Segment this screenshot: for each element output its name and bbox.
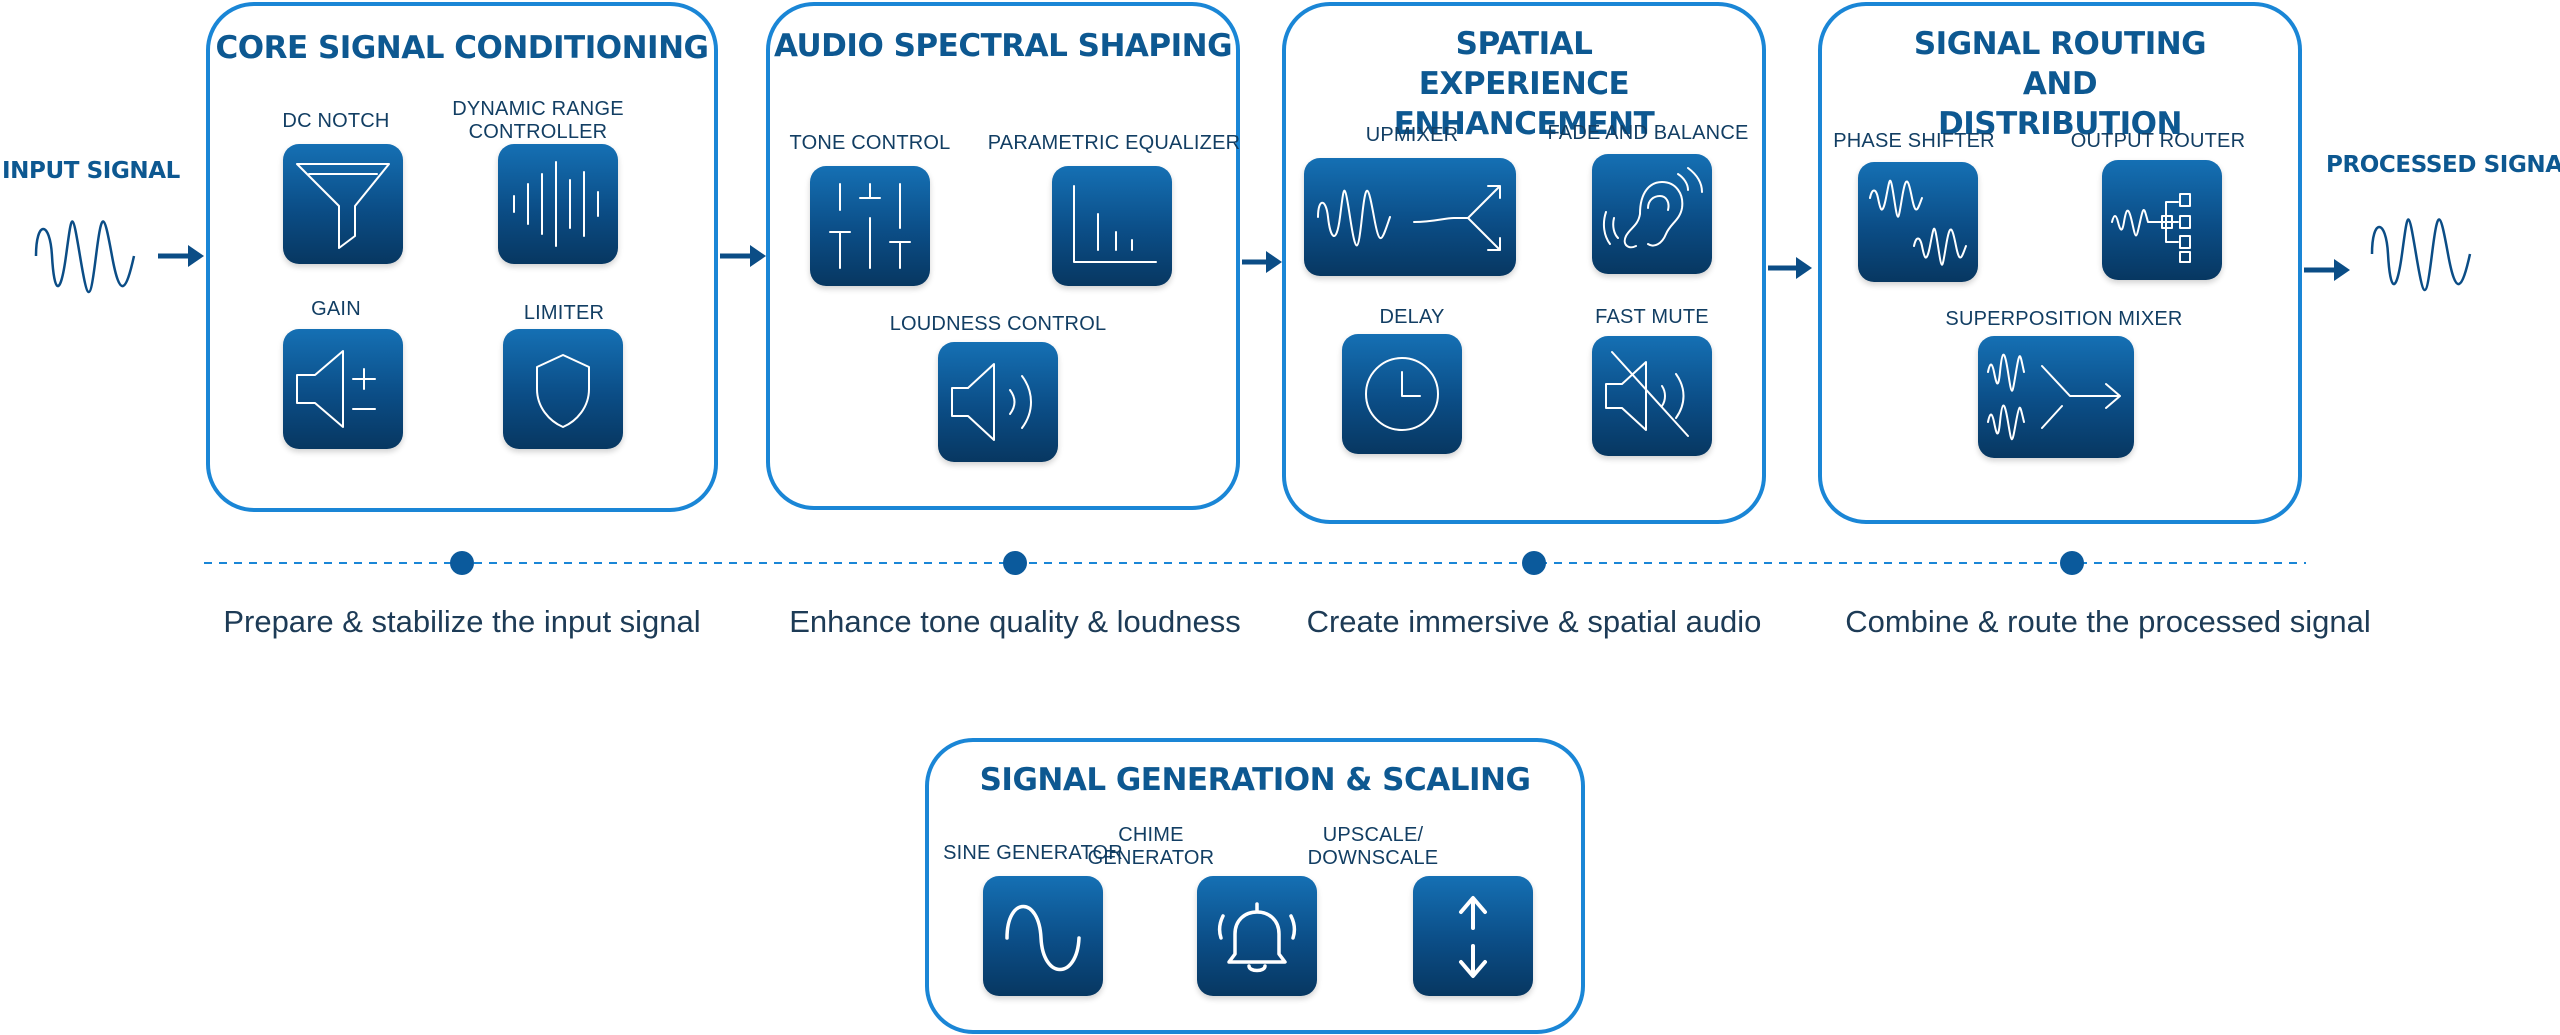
module-chime-generator[interactable]: [1197, 876, 1317, 996]
group-title: SIGNAL GENERATION & SCALING: [979, 762, 1531, 798]
input-signal-label: INPUT SIGNAL: [2, 158, 180, 184]
module-label: LIMITER: [523, 302, 605, 324]
ear-icon: [1602, 167, 1703, 249]
stage-dot: [450, 551, 474, 575]
processed-signal-label: PROCESSED SIGNAL: [2326, 152, 2560, 178]
shield-icon: [536, 354, 590, 428]
module-upscale-downscale[interactable]: [1413, 876, 1533, 996]
filter-funnel-icon: [296, 163, 390, 249]
module-output-router[interactable]: [2102, 160, 2222, 280]
arrow-icon: [1768, 257, 1812, 279]
input-waveform-icon: [34, 220, 136, 294]
up-down-arrows-icon: [1459, 896, 1487, 978]
sine-wave-icon: [1005, 905, 1081, 971]
bell-icon: [1217, 902, 1297, 973]
group-spatial-experience-enhancement: SPATIAL EXPERIENCE ENHANCEMENT UPMIXER F…: [1282, 2, 1766, 524]
shifted-waves-icon: [1869, 179, 1967, 266]
module-label: PHASE SHIFTER: [1833, 130, 1995, 152]
group-title: SPATIAL EXPERIENCE ENHANCEMENT: [1393, 26, 1655, 142]
module-tone-control[interactable]: [810, 166, 930, 286]
module-fade-and-balance[interactable]: [1592, 154, 1712, 274]
group-core-signal-conditioning: CORE SIGNAL CONDITIONING DC NOTCH DYNAMI…: [206, 2, 718, 512]
group-title: CORE SIGNAL CONDITIONING: [215, 30, 709, 66]
module-phase-shifter[interactable]: [1858, 162, 1978, 282]
module-dynamic-range-controller[interactable]: [498, 144, 618, 264]
module-label: FADE AND BALANCE: [1547, 122, 1749, 144]
speaker-plus-minus-icon: [296, 350, 376, 428]
clock-icon: [1365, 357, 1439, 431]
router-tree-icon: [2111, 193, 2191, 263]
module-label: TONE CONTROL: [789, 132, 951, 154]
module-label: DYNAMIC RANGE CONTROLLER: [452, 98, 624, 143]
module-delay[interactable]: [1342, 334, 1462, 454]
module-label: SUPERPOSITION MIXER: [1945, 308, 2183, 330]
merge-waves-icon: [1987, 353, 2121, 441]
module-label: CHIME GENERATOR: [1087, 824, 1215, 869]
module-label: LOUDNESS CONTROL: [889, 313, 1107, 335]
module-dc-notch[interactable]: [283, 144, 403, 264]
stage-dot: [2060, 551, 2084, 575]
stage-timeline: [204, 551, 2306, 575]
wave-split-arrows-icon: [1317, 185, 1501, 251]
module-gain[interactable]: [283, 329, 403, 449]
speaker-muted-icon: [1605, 351, 1689, 437]
module-limiter[interactable]: [503, 329, 623, 449]
group-title: SIGNAL ROUTING AND DISTRIBUTION: [1913, 26, 2207, 142]
speaker-waves-icon: [951, 363, 1032, 441]
module-label: FAST MUTE: [1595, 306, 1709, 328]
module-parametric-equalizer[interactable]: [1052, 166, 1172, 286]
module-upmixer[interactable]: [1304, 158, 1516, 276]
module-label: UPSCALE/ DOWNSCALE: [1307, 824, 1439, 869]
output-waveform-icon: [2370, 218, 2472, 292]
module-superposition-mixer[interactable]: [1978, 336, 2134, 458]
group-audio-spectral-shaping: AUDIO SPECTRAL SHAPING TONE CONTROL PARA…: [766, 2, 1240, 510]
stage-caption: Prepare & stabilize the input signal: [223, 604, 701, 639]
arrow-icon: [1242, 251, 1282, 273]
arrow-icon: [2304, 259, 2350, 281]
stage-caption: Enhance tone quality & loudness: [789, 604, 1241, 639]
module-sine-generator[interactable]: [983, 876, 1103, 996]
module-label: DELAY: [1379, 306, 1445, 328]
module-label: DC NOTCH: [282, 110, 390, 132]
module-label: UPMIXER: [1365, 124, 1459, 146]
module-fast-mute[interactable]: [1592, 336, 1712, 456]
module-label: SINE GENERATOR: [943, 842, 1123, 864]
arrow-icon: [158, 245, 204, 267]
stage-caption: Combine & route the processed signal: [1845, 604, 2371, 639]
module-loudness-control[interactable]: [938, 342, 1058, 462]
module-label: OUTPUT ROUTER: [2070, 130, 2246, 152]
waveform-bars-icon: [513, 161, 599, 247]
module-label: GAIN: [311, 298, 361, 320]
stage-caption: Create immersive & spatial audio: [1306, 604, 1762, 639]
sliders-icon: [829, 183, 911, 269]
arrow-icon: [720, 245, 766, 267]
bar-graph-icon: [1073, 185, 1157, 263]
stage-dot: [1522, 551, 1546, 575]
stage-dot: [1003, 551, 1027, 575]
group-signal-routing-and-distribution: SIGNAL ROUTING AND DISTRIBUTION PHASE SH…: [1818, 2, 2302, 524]
group-title: AUDIO SPECTRAL SHAPING: [773, 28, 1233, 64]
module-label: PARAMETRIC EQUALIZER: [987, 132, 1241, 154]
group-signal-generation-and-scaling: SIGNAL GENERATION & SCALING SINE GENERAT…: [925, 738, 1585, 1034]
